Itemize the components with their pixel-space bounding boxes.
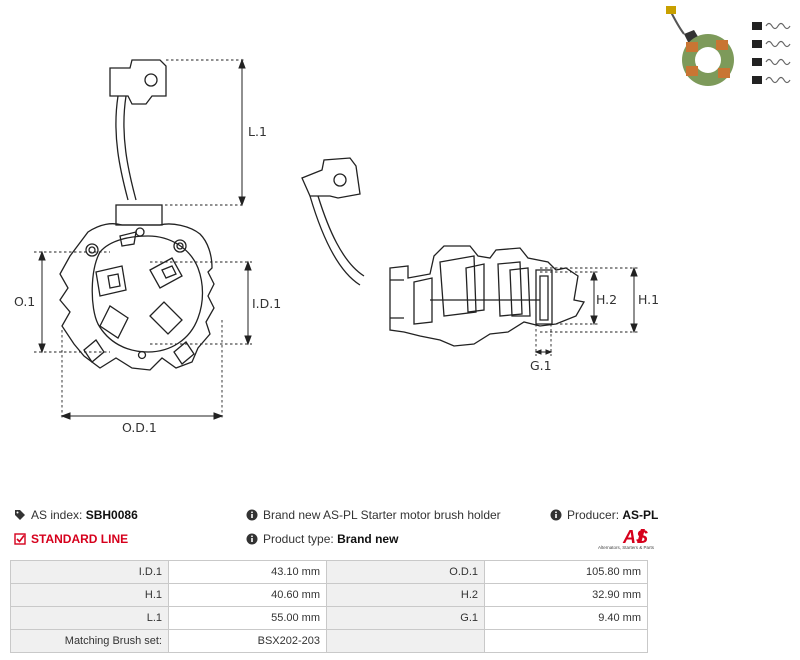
spec-value xyxy=(484,629,648,653)
producer-label: Producer: xyxy=(567,508,620,522)
as-index: AS index: SBH0086 xyxy=(14,508,138,522)
spec-value: 55.00 mm xyxy=(168,606,327,630)
technical-drawing: L.1 O.1 I.D.1 O.D.1 H.1 H.2 G.1 xyxy=(14,58,659,435)
product-thumbnail xyxy=(666,6,791,86)
standard-line-label: STANDARD LINE xyxy=(31,532,129,546)
info-circle-icon xyxy=(550,509,562,521)
label-g1: G.1 xyxy=(530,358,552,373)
as-index-label: AS index: xyxy=(31,508,83,522)
spec-label: H.1 xyxy=(10,583,169,607)
producer: Producer: AS-PL xyxy=(550,508,658,522)
spec-label: O.D.1 xyxy=(326,560,485,584)
producer-value: AS-PL xyxy=(622,508,659,522)
check-square-icon xyxy=(14,533,26,545)
as-pl-logo: AS xyxy=(622,527,648,547)
label-h2: H.2 xyxy=(596,292,617,307)
spec-label: Matching Brush set: xyxy=(10,629,169,653)
description: Brand new AS-PL Starter motor brush hold… xyxy=(246,508,501,522)
label-od1: O.D.1 xyxy=(122,420,157,435)
label-o1: O.1 xyxy=(14,294,35,309)
product-type-value: Brand new xyxy=(337,532,399,546)
description-text: Brand new AS-PL Starter motor brush hold… xyxy=(263,508,501,522)
label-l1: L.1 xyxy=(248,124,267,139)
spec-label xyxy=(326,629,485,653)
spec-value: 105.80 mm xyxy=(484,560,648,584)
standard-line: STANDARD LINE xyxy=(14,532,128,546)
spec-value: 40.60 mm xyxy=(168,583,327,607)
spec-value: BSX202-203 xyxy=(168,629,327,653)
logo-subtext: Alternators, Starters & Parts xyxy=(597,545,654,550)
spec-value: 9.40 mm xyxy=(484,606,648,630)
spec-label: I.D.1 xyxy=(10,560,169,584)
product-type: Product type: Brand new xyxy=(246,532,398,546)
as-index-value: SBH0086 xyxy=(85,508,138,522)
spec-label: L.1 xyxy=(10,606,169,630)
info-circle-icon xyxy=(246,533,258,545)
spec-value: 32.90 mm xyxy=(484,583,648,607)
product-type-label: Product type: xyxy=(263,532,334,546)
tag-icon xyxy=(15,510,25,520)
label-id1: I.D.1 xyxy=(252,296,281,311)
label-h1: H.1 xyxy=(638,292,659,307)
spec-value: 43.10 mm xyxy=(168,560,327,584)
spec-label: H.2 xyxy=(326,583,485,607)
spec-label: G.1 xyxy=(326,606,485,630)
info-circle-icon xyxy=(246,509,258,521)
table-row: Matching Brush set:BSX202-203 xyxy=(10,629,648,653)
